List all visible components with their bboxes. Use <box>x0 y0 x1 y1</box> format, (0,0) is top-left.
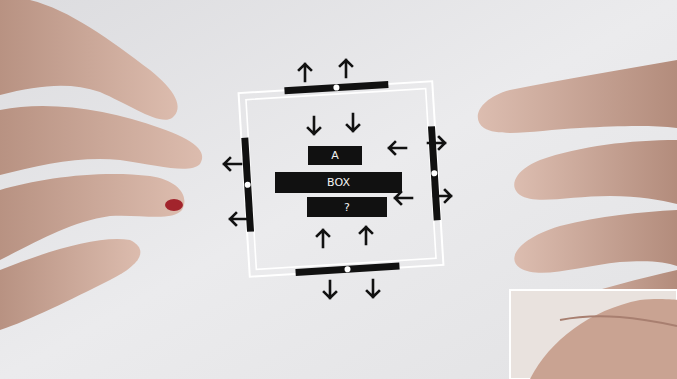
fingernail <box>165 199 183 211</box>
arrow-symbols <box>224 60 451 298</box>
inset-photo <box>510 290 677 379</box>
box-label: BOX <box>327 176 350 189</box>
box-label: ? <box>344 201 350 214</box>
box-frame <box>238 78 443 278</box>
label-box: A <box>308 146 362 165</box>
left-hand <box>0 0 202 330</box>
box-label: A <box>331 149 339 162</box>
label-box: ? <box>307 197 387 217</box>
label-box: BOX <box>275 172 402 193</box>
